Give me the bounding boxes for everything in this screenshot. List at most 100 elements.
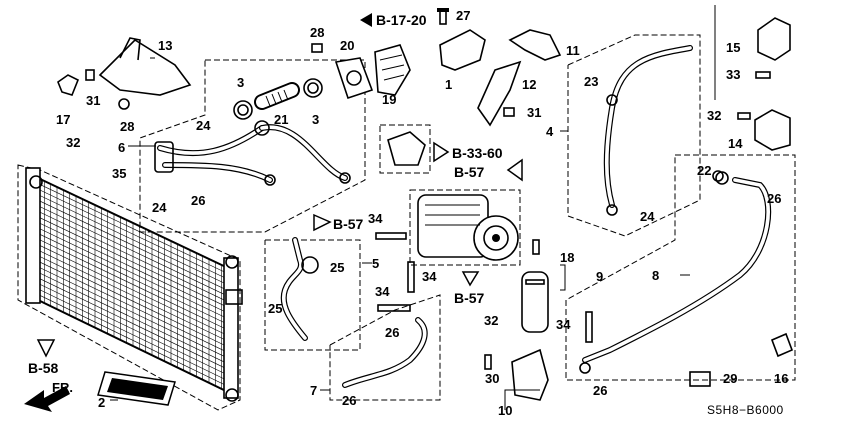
- callout-26-e: 26: [767, 191, 781, 206]
- ref-arrow-b58: [36, 339, 56, 358]
- seal-20: [334, 57, 374, 100]
- pipe-5: [280, 237, 319, 341]
- callout-21: 21: [274, 112, 288, 127]
- callout-23: 23: [584, 74, 598, 89]
- callout-5: 5: [372, 256, 379, 271]
- callout-4: 4: [546, 124, 554, 139]
- callout-25-a: 25: [330, 260, 344, 275]
- liquid-pipe: [579, 171, 772, 374]
- callout-35: 35: [112, 166, 126, 181]
- ref-arrow-b33: [433, 141, 450, 163]
- clip-17: [57, 74, 80, 96]
- callout-10: 10: [498, 403, 512, 418]
- o-ring-right: [303, 78, 323, 98]
- ref-b57-mid: B-57: [333, 216, 364, 232]
- o-ring-left: [233, 100, 253, 120]
- nut-28-left: [118, 98, 130, 110]
- discharge-hose: [603, 45, 693, 216]
- callout-12: 12: [522, 77, 536, 92]
- bolt-34-d: [585, 311, 593, 343]
- callout-28-top: 28: [310, 25, 324, 40]
- callout-15: 15: [726, 40, 740, 55]
- callout-30: 30: [485, 371, 499, 386]
- callout-20: 20: [340, 38, 354, 53]
- diagram-code: S5H8−B6000: [707, 403, 784, 417]
- callout-9: 9: [596, 269, 603, 284]
- front-arrow-icon: FR.: [24, 380, 73, 412]
- callout-26-a: 26: [191, 193, 205, 208]
- front-label: FR.: [52, 380, 73, 395]
- bolt-31-right: [503, 107, 515, 117]
- callout-24-b: 24: [152, 200, 167, 215]
- callout-26-d: 26: [593, 383, 607, 398]
- callout-11: 11: [566, 43, 580, 58]
- bracket-12: [477, 60, 522, 127]
- ref-arrow-b57-bottom: [461, 271, 480, 287]
- bolt-27: [437, 8, 449, 25]
- callout-34-d: 34: [556, 317, 571, 332]
- callout-26-c: 26: [342, 393, 356, 408]
- bracket-1: [439, 29, 486, 71]
- bracket-15: [757, 17, 791, 61]
- bracket-13: [98, 37, 192, 96]
- clip-16: [770, 332, 794, 358]
- callout-27: 27: [456, 8, 470, 23]
- condenser: [17, 164, 243, 411]
- ref-arrow-b57-mid: [313, 213, 332, 232]
- callout-34-a: 34: [368, 211, 383, 226]
- pipe-7: [342, 317, 428, 388]
- bolt-32-right: [737, 112, 751, 120]
- suction-hose: [154, 120, 351, 186]
- callout-24-c: 24: [640, 209, 655, 224]
- callout-32-left: 32: [66, 135, 80, 150]
- callout-32-bottom: 32: [484, 313, 498, 328]
- grommet-19: [374, 44, 411, 96]
- callout-28-left: 28: [120, 119, 134, 134]
- callout-31-left: 31: [86, 93, 100, 108]
- bolt-34-a: [375, 232, 407, 240]
- ref-b57-bottom: B-57: [454, 290, 485, 306]
- ref-arrow-b17: [360, 13, 372, 27]
- callout-14: 14: [728, 136, 743, 151]
- callouts: 1 2 3 3 4 5 6 7 8 9 10 11 12 13 14 15 16…: [56, 8, 788, 418]
- ref-b58: B-58: [28, 360, 59, 376]
- callout-34-b: 34: [422, 269, 437, 284]
- clip-28-top: [311, 43, 323, 53]
- bolt-32-bottom: [484, 354, 492, 370]
- bracket-11: [508, 29, 562, 61]
- callout-16: 16: [774, 371, 788, 386]
- bracket-b33: [387, 131, 426, 166]
- callout-1: 1: [445, 77, 452, 92]
- bolt-22: [712, 170, 724, 182]
- clip-29: [689, 371, 711, 387]
- callout-26-b: 26: [385, 325, 399, 340]
- callout-31-right: 31: [527, 105, 541, 120]
- callout-3-right: 3: [312, 112, 319, 127]
- bolt-33: [755, 71, 771, 79]
- callout-2: 2: [98, 395, 105, 410]
- callout-8: 8: [652, 268, 659, 283]
- callout-3-left: 3: [237, 75, 244, 90]
- callout-34-c: 34: [375, 284, 390, 299]
- ref-b33-60: B-33-60: [452, 145, 503, 161]
- ref-b17-20: B-17-20: [376, 12, 427, 28]
- reference-labels: B-17-20 B-33-60 B-57 B-57 B-57 B-58: [28, 12, 503, 376]
- callout-24-a: 24: [196, 118, 211, 133]
- callout-17: 17: [56, 112, 70, 127]
- receiver-drier: [521, 239, 549, 333]
- bolt-34-c: [377, 304, 411, 312]
- bracket-14: [754, 109, 791, 151]
- callout-7: 7: [310, 383, 317, 398]
- drain-hose: [254, 82, 300, 110]
- callout-32-right: 32: [707, 108, 721, 123]
- ref-arrow-b57-top: [506, 158, 523, 182]
- callout-22: 22: [697, 163, 711, 178]
- callout-6: 6: [118, 140, 125, 155]
- callout-13: 13: [158, 38, 172, 53]
- name-plate: [97, 371, 176, 406]
- bracket-10: [511, 348, 549, 401]
- callout-33: 33: [726, 67, 740, 82]
- ref-b57-top: B-57: [454, 164, 485, 180]
